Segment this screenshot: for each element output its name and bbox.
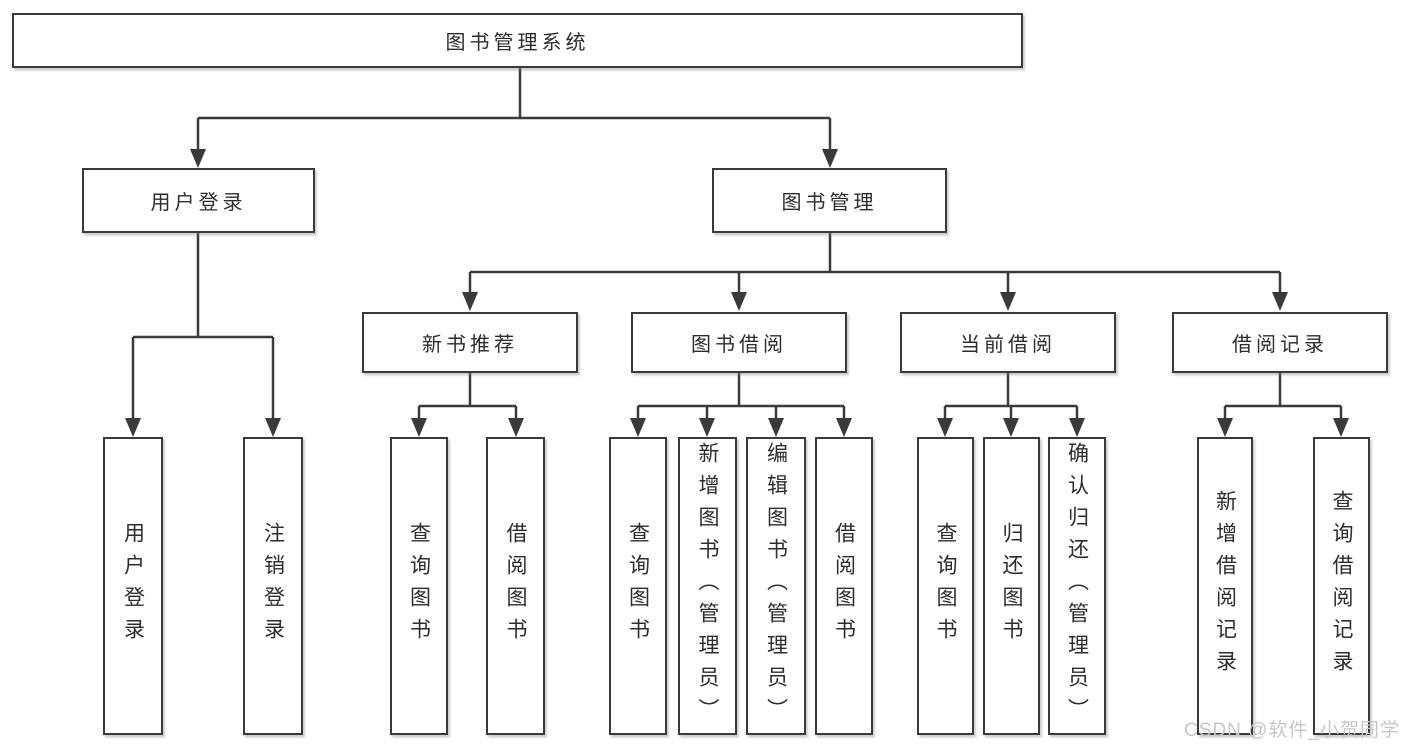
- node-label: 查询借阅记录: [1330, 490, 1353, 682]
- node-label: 新增借阅记录: [1213, 490, 1237, 682]
- node-label: 借阅图书: [832, 522, 856, 650]
- node-query-books-2: 查询图书: [609, 437, 667, 735]
- node-label: 查询图书: [934, 522, 957, 650]
- node-label: 用户登录: [150, 192, 247, 214]
- node-confirm-return-admin: 确认归还（管理员）: [1048, 437, 1106, 735]
- node-label: 编辑图书（管理员）: [764, 442, 788, 730]
- node-label: 当前借阅: [960, 334, 1056, 356]
- node-current-borrowing: 当前借阅: [900, 312, 1116, 373]
- node-borrow-books-2: 借阅图书: [815, 437, 873, 735]
- node-label: 确认归还（管理员）: [1065, 442, 1089, 730]
- node-return-books: 归还图书: [983, 437, 1040, 735]
- node-label: 查询图书: [407, 522, 431, 650]
- node-book-borrowing: 图书借阅: [631, 312, 847, 373]
- watermark: CSDN @软件_小贺同学: [1184, 720, 1400, 741]
- node-new-book-recommendation: 新书推荐: [362, 312, 578, 373]
- node-borrowing-records: 借阅记录: [1172, 312, 1388, 373]
- node-logout-action: 注销登录: [243, 437, 303, 735]
- node-label: 新书推荐: [422, 334, 518, 356]
- node-label: 借阅记录: [1232, 334, 1328, 356]
- node-add-book-admin: 新增图书（管理员）: [678, 437, 737, 735]
- node-label: 用户登录: [121, 522, 145, 650]
- node-query-books-1: 查询图书: [390, 437, 448, 735]
- node-label: 借阅图书: [504, 522, 527, 650]
- node-label: 查询图书: [626, 522, 650, 650]
- node-user-login: 用户登录: [82, 168, 315, 233]
- node-label: 图书借阅: [691, 334, 787, 356]
- node-borrow-books-1: 借阅图书: [486, 437, 545, 735]
- node-book-management: 图书管理: [712, 168, 947, 233]
- node-add-borrow-record: 新增借阅记录: [1197, 437, 1253, 735]
- node-label: 新增图书（管理员）: [696, 442, 719, 730]
- node-label: 注销登录: [261, 522, 285, 650]
- node-query-books-3: 查询图书: [917, 437, 974, 735]
- node-library-management-system: 图书管理系统: [12, 13, 1023, 68]
- node-label: 图书管理系统: [445, 32, 590, 54]
- node-edit-book-admin: 编辑图书（管理员）: [746, 437, 806, 735]
- node-query-borrow-record: 查询借阅记录: [1313, 437, 1370, 735]
- node-label: 图书管理: [781, 192, 878, 214]
- node-label: 归还图书: [1000, 522, 1023, 650]
- node-user-login-action: 用户登录: [103, 437, 163, 735]
